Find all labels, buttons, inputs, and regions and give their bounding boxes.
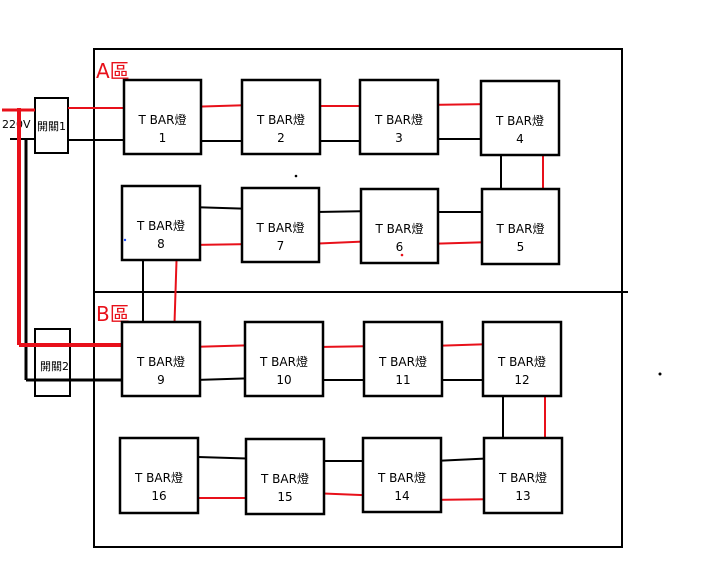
lamp-box <box>359 187 440 265</box>
lamp-number: 15 <box>277 490 292 504</box>
lamp-type-label: T BAR燈 <box>138 112 187 127</box>
stray-dot <box>123 238 127 242</box>
lamp-9: T BAR燈 9 <box>120 320 202 398</box>
switch-2-box <box>34 328 71 397</box>
lamp-8: T BAR燈 8 <box>120 184 202 262</box>
lamp-type-label: T BAR燈 <box>374 112 423 127</box>
lamp-number: 10 <box>276 373 291 387</box>
lamp-box <box>480 187 561 266</box>
lamp-2: T BAR燈 2 <box>240 78 322 156</box>
lamp-box <box>120 184 202 262</box>
lamp-type-label: T BAR燈 <box>496 221 545 236</box>
switch-1: 開關1 <box>34 97 69 154</box>
switch-1-label: 開關1 <box>37 120 66 133</box>
lamp-number: 12 <box>514 373 529 387</box>
stray-dot <box>400 253 404 257</box>
lamp-number: 9 <box>157 373 165 387</box>
lamp-7: T BAR燈 7 <box>240 186 321 264</box>
lamp-13: T BAR燈 13 <box>482 436 564 515</box>
lamp-type-label: T BAR燈 <box>136 354 185 369</box>
area-frame <box>93 48 623 548</box>
stray-dot <box>658 372 662 376</box>
lamp-14: T BAR燈 14 <box>361 436 443 514</box>
lamp-4: T BAR燈 4 <box>479 79 561 157</box>
lamp-number: 16 <box>151 489 166 503</box>
lamp-number: 3 <box>395 131 403 145</box>
lamp-number: 6 <box>396 240 404 254</box>
lamp-1: T BAR燈 1 <box>122 78 203 156</box>
lamp-box <box>240 186 321 264</box>
lamp-12: T BAR燈 12 <box>481 320 563 398</box>
lamp-type-label: T BAR燈 <box>134 470 183 485</box>
lamp-number: 14 <box>394 489 409 503</box>
lamp-box <box>118 436 200 515</box>
lamp-10: T BAR燈 10 <box>243 320 325 398</box>
power-label: 220V <box>2 118 31 131</box>
lamp-5: T BAR燈 5 <box>480 187 561 266</box>
stray-dot <box>294 174 298 178</box>
lamp-type-label: T BAR燈 <box>375 221 424 236</box>
lamp-type-label: T BAR燈 <box>498 470 547 485</box>
lamp-type-label: T BAR燈 <box>259 354 308 369</box>
switch-2-label: 開關2 <box>40 360 69 373</box>
lamp-type-label: T BAR燈 <box>256 220 305 235</box>
lamp-type-label: T BAR燈 <box>136 218 185 233</box>
lamp-type-label: T BAR燈 <box>256 112 305 127</box>
lamp-number: 8 <box>157 237 165 251</box>
switch-1-box <box>34 97 69 154</box>
lamp-number: 13 <box>515 489 530 503</box>
lamp-type-label: T BAR燈 <box>377 470 426 485</box>
lamp-type-label: T BAR燈 <box>495 113 544 128</box>
lamp-number: 4 <box>516 132 524 146</box>
lamp-number: 7 <box>277 239 285 253</box>
lamp-box <box>361 436 443 514</box>
lamp-type-label: T BAR燈 <box>378 354 427 369</box>
lamp-6: T BAR燈 6 <box>359 187 440 265</box>
lamp-number: 1 <box>159 131 167 145</box>
lamp-16: T BAR燈 16 <box>118 436 200 515</box>
lamp-box <box>481 320 563 398</box>
lamp-box <box>479 79 561 157</box>
lamp-15: T BAR燈 15 <box>244 437 326 516</box>
lamp-type-label: T BAR燈 <box>497 354 546 369</box>
lamp-box <box>244 437 326 516</box>
lamp-box <box>122 78 203 156</box>
lamp-box <box>120 320 202 398</box>
lamp-box <box>482 436 564 515</box>
lamp-box <box>358 78 440 156</box>
lamp-11: T BAR燈 11 <box>362 320 444 398</box>
switch-2: 開關2 <box>34 328 71 397</box>
lamp-number: 2 <box>277 131 285 145</box>
lamp-type-label: T BAR燈 <box>260 471 309 486</box>
lamp-box <box>362 320 444 398</box>
lamp-3: T BAR燈 3 <box>358 78 440 156</box>
lamp-number: 11 <box>395 373 410 387</box>
lamp-box <box>240 78 322 156</box>
lamp-number: 5 <box>517 240 525 254</box>
lamp-box <box>243 320 325 398</box>
